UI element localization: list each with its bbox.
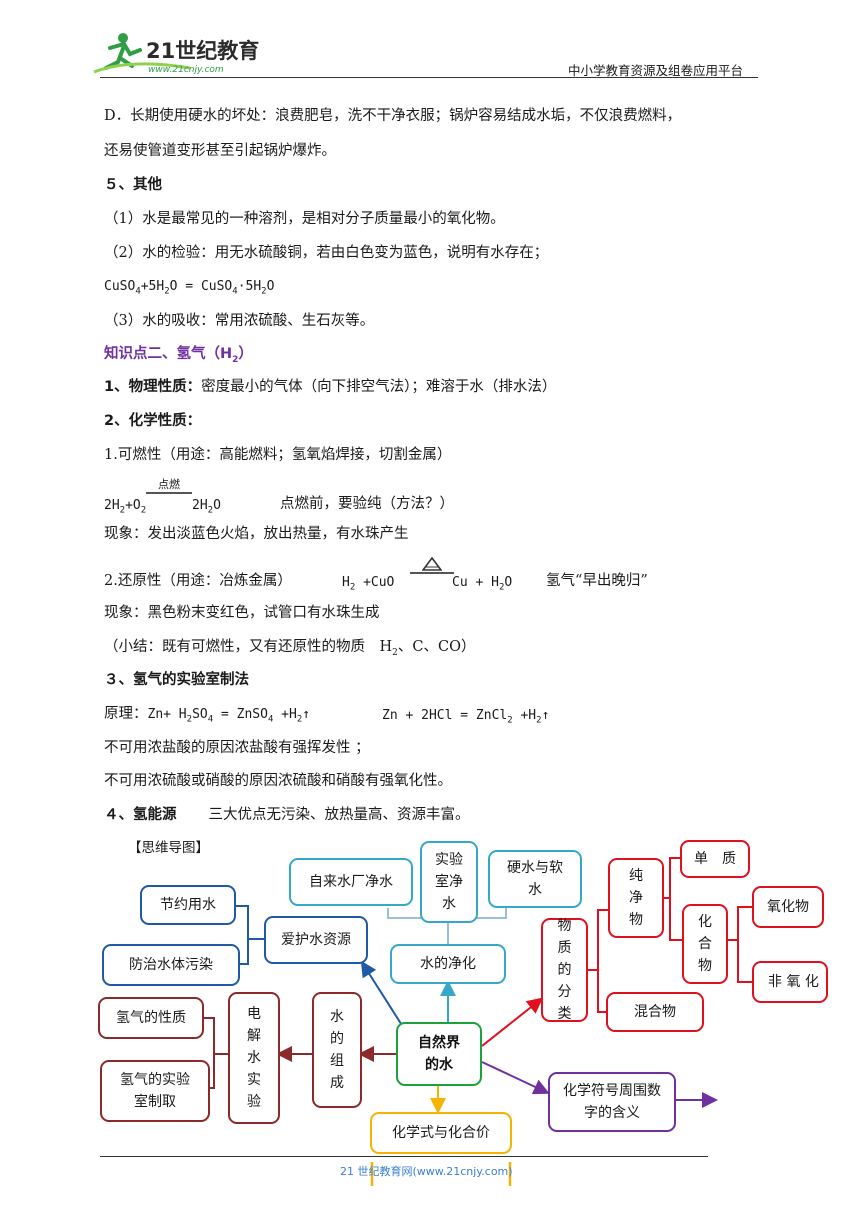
reduction-products: Cu + H2O: [452, 575, 513, 593]
lab-purify-node: 实验室净水: [420, 841, 478, 923]
energy-label: ４、氢能源: [104, 807, 177, 823]
natural-water-center-node: 自然界的水: [396, 1022, 482, 1086]
reaction-arrow-line: [146, 492, 192, 494]
energy-text: 三大优点无污染、放热量高、资源丰富。: [208, 807, 470, 823]
flammability: 1.可燃性（用途：高能燃料；氢氧焰焊接，切割金属）: [104, 447, 452, 463]
prevent-pollution-node: 防治水体污染: [102, 944, 240, 986]
site-logo: 21世纪教育 www.21cnjy.com: [93, 33, 259, 75]
hard-water-harm-line2: 还易使管道变形甚至引起锅炉爆炸。: [104, 143, 336, 159]
zn-h2so4-equation: Zn+ H2SO4 = ZnSO4 +H2↑: [147, 707, 311, 725]
other-item-3: （3）水的吸收：常用浓硫酸、生石灰等。: [104, 313, 375, 329]
logo-text: 21世纪教育: [146, 39, 259, 63]
principle-label: 原理：: [104, 706, 148, 722]
h2-properties-node: 氢气的性质: [98, 997, 204, 1039]
save-water-node: 节约用水: [140, 885, 236, 925]
tap-water-purify-node: 自来水厂净水: [289, 858, 413, 906]
symbol-numbers-node: 化学符号周围数字的含义: [548, 1072, 676, 1132]
logo-url: www.21cnjy.com: [148, 65, 224, 75]
physical-properties: 1、物理性质：密度最小的气体（向下排空气法）；难溶于水（排水法）: [104, 377, 556, 397]
combustion-product: 2H2O: [192, 498, 221, 516]
reduction-phenomenon: 现象：黑色粉末变红色，试管口有水珠生成: [104, 605, 380, 621]
pure-substance-node: 纯净物: [608, 858, 664, 938]
protect-water-node: 爱护水资源: [264, 916, 368, 964]
header-divider: [100, 77, 758, 78]
summary-tail: 、C、CO）: [397, 639, 476, 655]
no-conc-hcl: 不可用浓盐酸的原因浓盐酸有强挥发性 ；: [104, 740, 370, 756]
physical-label: 1、物理性质：: [104, 379, 202, 395]
purity-test-note: 点燃前，要验纯（方法？）: [280, 496, 454, 512]
section-5-heading: ５、其他: [104, 177, 162, 193]
formula-valence-node: 化学式与化合价: [370, 1112, 512, 1154]
knowledge-point-2-heading: 知识点二、氢气（H2）: [104, 346, 253, 365]
hard-soft-water-node: 硬水与软水: [488, 850, 582, 908]
mindmap-label: 【思维导图】: [128, 840, 209, 856]
platform-name: 中小学教育资源及组卷应用平台: [568, 63, 744, 78]
cuso4-equation: CuSO4+5H2O = CuSO4·5H2O: [104, 279, 275, 297]
summary-text: （小结：既有可燃性，又有还原性的物质 H: [104, 639, 393, 655]
footer-divider: [100, 1156, 708, 1157]
kp2-tail: ）: [238, 346, 253, 362]
water-composition-node: 水的组成: [312, 992, 362, 1108]
footer-link[interactable]: 21 世纪教育网(www.21cnjy.com): [340, 1165, 513, 1178]
runner-icon: [93, 33, 191, 74]
physical-text: 密度最小的气体（向下排空气法）；难溶于水（排水法）: [201, 379, 557, 395]
non-oxide-node: 非 氧 化: [752, 961, 828, 1003]
reducibility: 2.还原性（用途：冶炼金属）: [104, 573, 292, 589]
hard-water-harm-line1: D．长期使用硬水的坏处：浪费肥皂，洗不干净衣服；锅炉容易结成水垢，不仅浪费燃料，: [104, 108, 682, 124]
compound-node: 化合物: [682, 904, 728, 984]
electrolysis-node: 电解水实验: [228, 992, 280, 1124]
hydrogen-energy: ４、氢能源 三大优点无污染、放热量高、资源丰富。: [104, 805, 470, 825]
combustion-phenomenon: 现象：发出淡蓝色火焰，放出热量，有水珠产生: [104, 526, 409, 542]
classification-node: 物质的分类: [541, 918, 588, 1022]
water-purification-node: 水的净化: [390, 944, 506, 984]
summary-line: （小结：既有可燃性，又有还原性的物质 H2、C、CO）: [104, 639, 476, 658]
ignite-condition: 点燃: [158, 478, 180, 491]
kp2-text: 知识点二、氢气（H: [104, 346, 233, 362]
oxide-node: 氧化物: [752, 886, 824, 928]
heat-triangle-icon: [421, 556, 443, 571]
other-item-1: （1）水是最常见的一种溶剂，是相对分子质量最小的氧化物。: [104, 211, 505, 227]
reduction-note: 氢气“早出晚归”: [546, 573, 648, 589]
chemical-properties-heading: 2、化学性质：: [104, 413, 202, 429]
no-conc-h2so4: 不可用浓硫酸或硝酸的原因浓硫酸和硝酸有强氧化性。: [104, 773, 452, 789]
mixture-node: 混合物: [606, 992, 704, 1032]
element-node: 单 质: [680, 840, 750, 878]
zn-hcl-equation: Zn + 2HCl = ZnCl2 +H2↑: [382, 708, 550, 726]
h2-lab-prep-node: 氢气的实验室制取: [100, 1060, 210, 1122]
lab-preparation-heading: ３、氢气的实验室制法: [104, 672, 249, 688]
other-item-2: （2）水的检验：用无水硫酸铜，若由白色变为蓝色，说明有水存在；: [104, 245, 549, 261]
principle-line: 原理：Zn+ H2SO4 = ZnSO4 +H2↑: [104, 704, 310, 730]
reduction-reactants: H2 +CuO: [342, 575, 395, 593]
reduction-arrow-line: [410, 572, 454, 574]
combustion-reactants: 2H2+O2: [104, 498, 147, 516]
